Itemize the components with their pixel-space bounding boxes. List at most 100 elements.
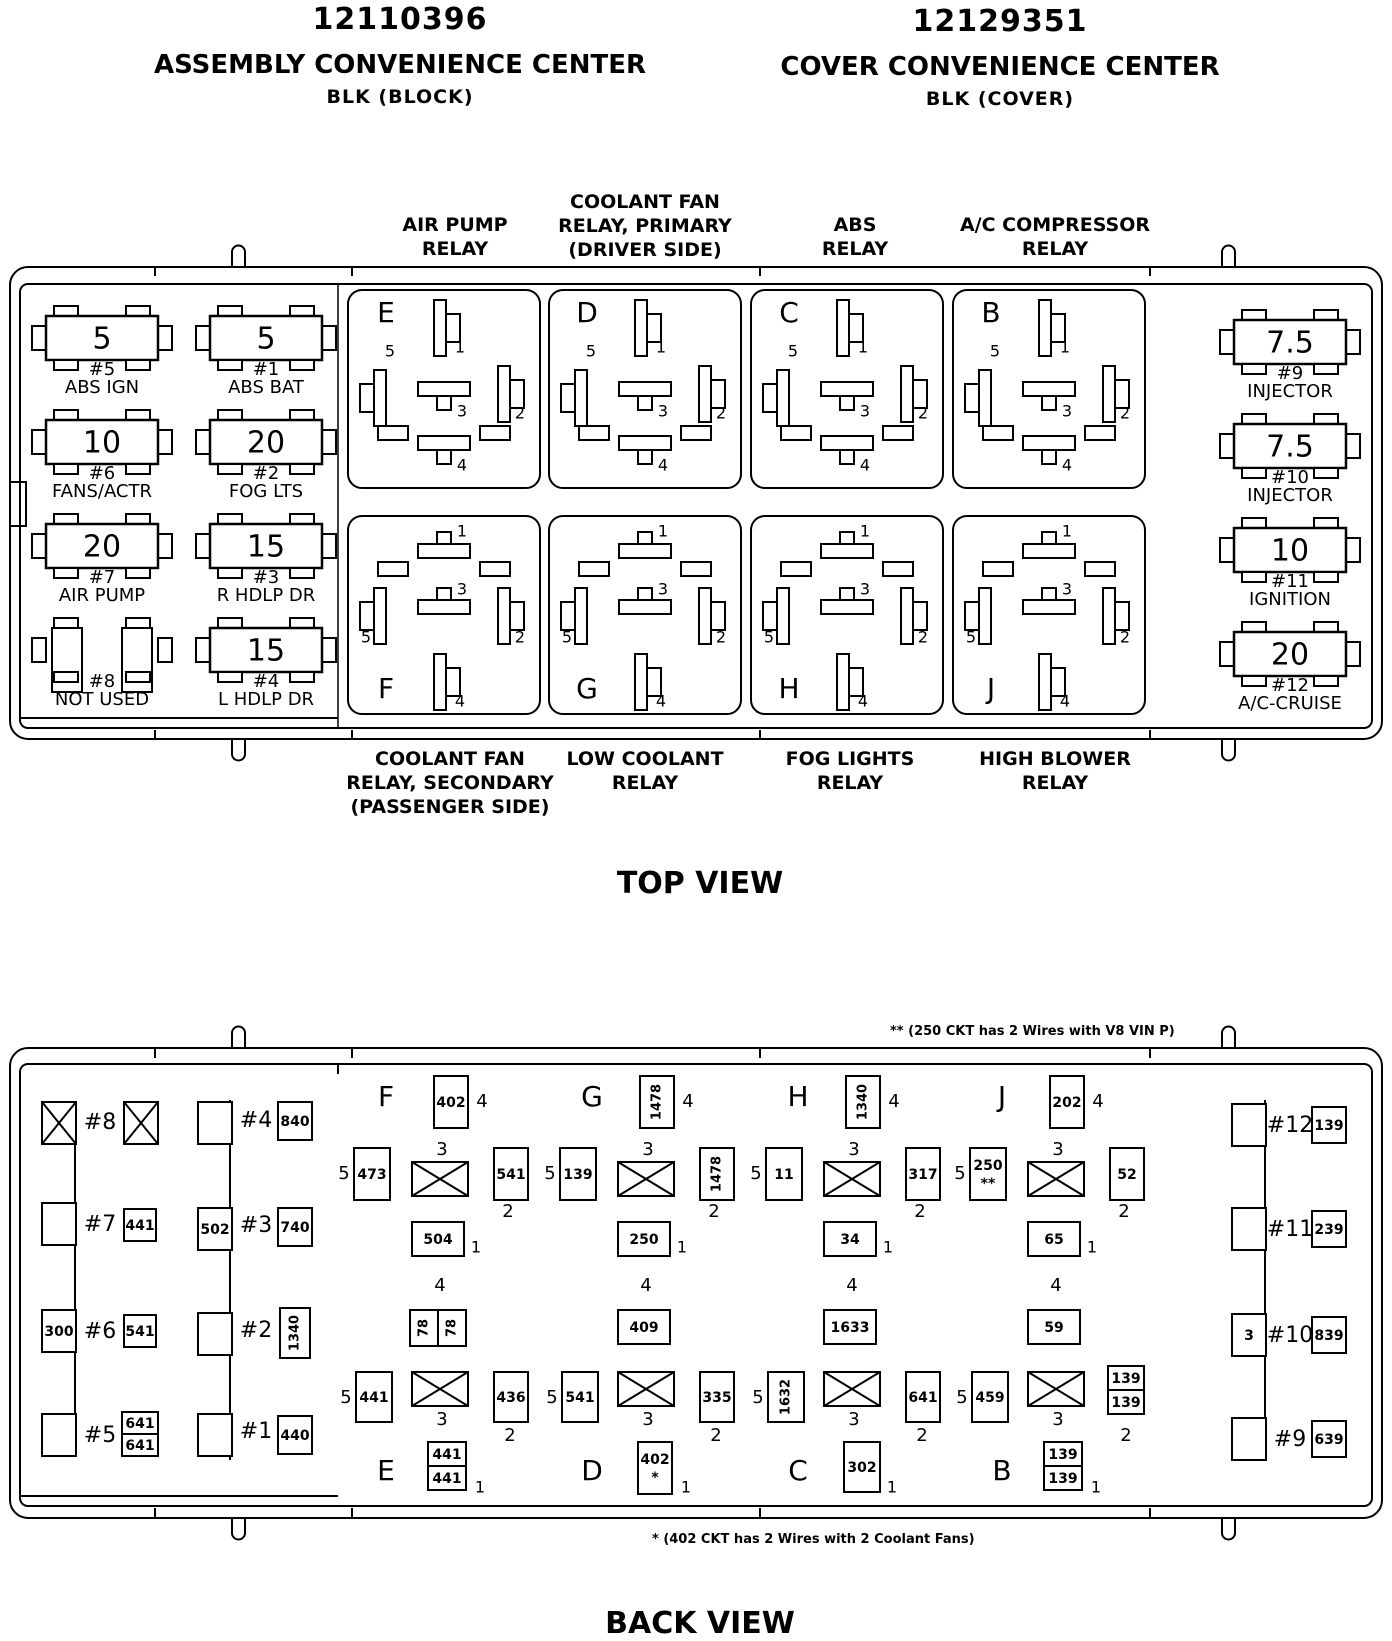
- back-relay-b-pin2a: 139: [1107, 1365, 1145, 1391]
- terminal-blade: [900, 365, 914, 423]
- back-relay-f-pin3: [411, 1161, 469, 1197]
- terminal-cavity: [279, 1307, 311, 1359]
- fuse-clip: [1313, 621, 1339, 633]
- pin-number: 3: [848, 1139, 859, 1160]
- terminal-stem: [445, 313, 461, 343]
- fuse-circuit-name: FANS/ACTR: [52, 481, 152, 502]
- relay-socket-outline: [347, 289, 541, 489]
- terminal-cavity: [123, 1314, 157, 1348]
- terminal-cavity: [277, 1101, 313, 1141]
- terminal-cavity: [411, 1221, 465, 1257]
- terminal-blade: [417, 381, 471, 397]
- terminal-stem: [848, 313, 864, 343]
- terminal-blade: [820, 543, 874, 559]
- circuit-number: 139: [563, 1167, 592, 1183]
- terminal-stem: [436, 531, 452, 545]
- fuse-clip: [1241, 363, 1267, 375]
- relay-socket-outline: [952, 515, 1146, 715]
- cover-subtitle: BLK (COVER): [925, 88, 1075, 110]
- cross-line: [823, 1161, 881, 1197]
- pin-number: 2: [914, 1201, 925, 1222]
- terminal-cavity: [493, 1371, 529, 1423]
- pin-number: 3: [1062, 402, 1072, 421]
- pin-number: 1: [858, 338, 868, 357]
- fuse-body: [208, 522, 324, 570]
- fuse-clip: [53, 409, 79, 421]
- relay-label-line: RELAY, PRIMARY: [558, 215, 732, 237]
- relay-socket-outline: [750, 289, 944, 489]
- cross-line: [1027, 1371, 1085, 1407]
- fuse-clip: [217, 463, 243, 475]
- terminal-cavity: [905, 1147, 941, 1201]
- fuse-clip: [289, 567, 315, 579]
- pin-number: 3: [642, 1409, 653, 1430]
- fuse-label: #4: [240, 1108, 272, 1133]
- fuse-clip: [289, 617, 315, 629]
- terminal-cavity: [1107, 1389, 1145, 1415]
- circuit-number: 473: [357, 1167, 386, 1183]
- relay-label-line: (DRIVER SIDE): [568, 239, 722, 261]
- fuse-rating: 5: [256, 322, 275, 357]
- circuit-number: 840: [280, 1114, 309, 1130]
- fuse-label: #1: [240, 1419, 272, 1444]
- pin-number: 1: [887, 1478, 897, 1497]
- circuit-number: 541: [496, 1167, 525, 1183]
- fuse-label: #8: [84, 1110, 116, 1135]
- fuse-7-circuit: 441: [123, 1208, 157, 1242]
- fuse-rating: 7.5: [1266, 430, 1314, 465]
- fuse-circuit-name: INJECTOR: [1247, 381, 1333, 402]
- fuse-terminal: [157, 325, 173, 351]
- back-relay-g-letter: G: [581, 1080, 603, 1113]
- fuse-clip: [289, 409, 315, 421]
- circuit-number: 202: [1052, 1095, 1081, 1111]
- pin-number: 2: [716, 404, 726, 423]
- note-250-ckt: ** (250 CKT has 2 Wires with V8 VIN P): [890, 1024, 1175, 1039]
- fuse-circuit-name: IGNITION: [1249, 589, 1331, 610]
- circuit-number: *: [651, 1470, 659, 1486]
- cross-line: [411, 1161, 469, 1197]
- terminal-stem: [1041, 531, 1057, 545]
- relay-label-line: RELAY: [821, 238, 889, 260]
- back-relay-d-pin4: 409: [617, 1309, 671, 1345]
- pin-number: 5: [338, 1163, 349, 1184]
- circuit-number: 440: [280, 1428, 309, 1444]
- relay-letter: G: [576, 672, 598, 705]
- terminal-cavity: [617, 1309, 671, 1345]
- terminal-blade: [1102, 365, 1116, 423]
- fuse-clip: [289, 463, 315, 475]
- fuse-rating: 15: [247, 530, 285, 565]
- fuse-terminal: [1219, 433, 1235, 459]
- terminal-blade: [900, 587, 914, 645]
- terminal-blade: [1102, 587, 1116, 645]
- fuse-circuit-name: AIR PUMP: [59, 585, 145, 606]
- terminal-cavity: [427, 1465, 467, 1491]
- relay-label-e: AIR PUMP RELAY: [355, 213, 555, 261]
- fuse-clip: [1313, 413, 1339, 425]
- terminal-cavity: [41, 1309, 77, 1353]
- terminal-stem: [710, 379, 726, 409]
- fuse-n12: 20#12A/C-CRUISE: [1219, 621, 1361, 714]
- back-relay-b-letter: B: [992, 1454, 1011, 1487]
- relay-letter: H: [778, 672, 799, 705]
- pin-number: 3: [457, 402, 467, 421]
- terminal-slot: [377, 561, 409, 577]
- circuit-number: 250: [629, 1232, 658, 1248]
- pin-number: 1: [860, 522, 870, 541]
- terminal-stem: [964, 601, 980, 631]
- terminal-slot: [479, 425, 511, 441]
- terminal-blade: [698, 365, 712, 423]
- fuse-number: #9: [1277, 363, 1304, 384]
- pin-number: 5: [544, 1163, 555, 1184]
- back-relay-h-pin4: 1340: [845, 1075, 881, 1129]
- terminal-cavity: [823, 1221, 877, 1257]
- fuse-terminal: [31, 429, 47, 455]
- terminal-slot: [982, 425, 1014, 441]
- fuse-rating: 10: [83, 426, 121, 461]
- pin-number: 4: [888, 1091, 899, 1112]
- fuse-6-cavity: 300: [41, 1309, 77, 1353]
- fuse-number: #1: [253, 359, 280, 380]
